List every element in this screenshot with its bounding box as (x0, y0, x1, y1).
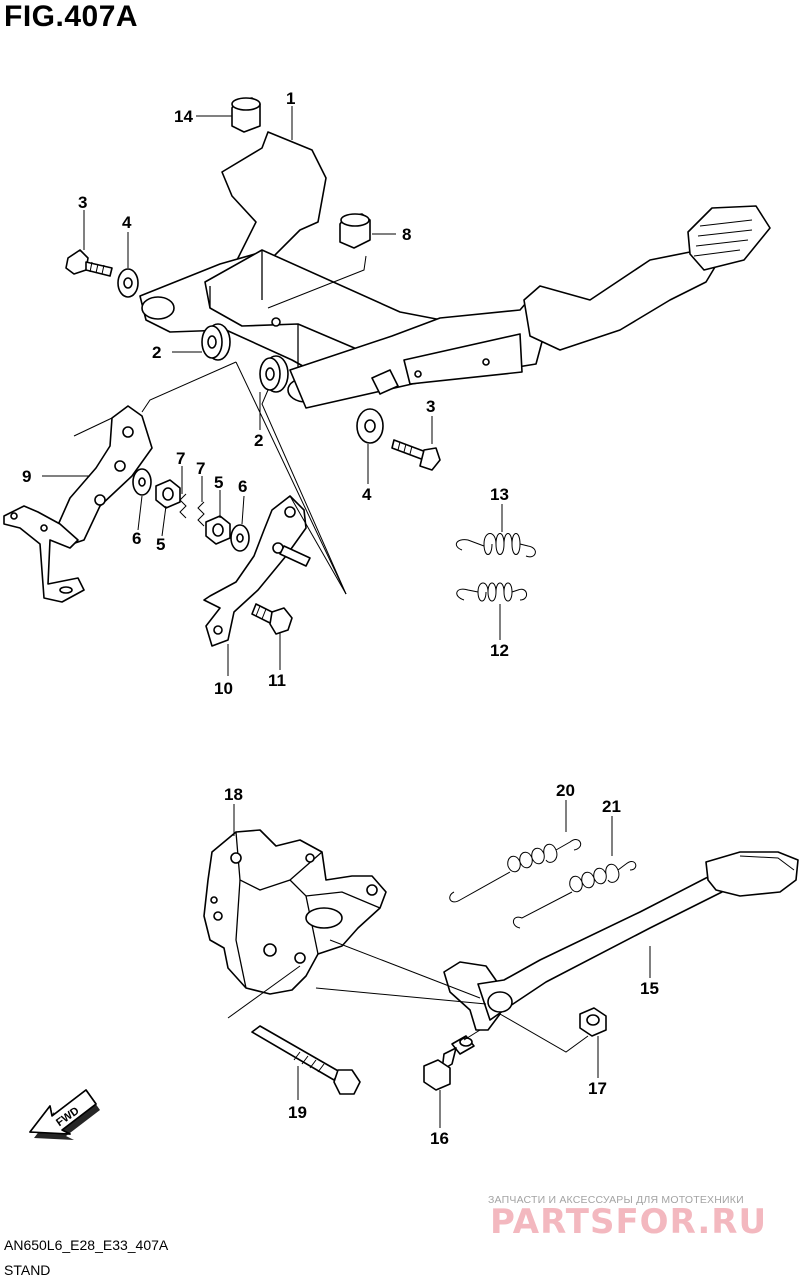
part-label-20: 20 (556, 781, 575, 800)
part-label-4-left: 4 (122, 213, 132, 232)
assembly-reference-lines-lower (227, 939, 589, 1053)
rubber-cap-part-8 (339, 213, 371, 249)
leader-lines (42, 106, 651, 1128)
pivot-bolt-part-16 (423, 1035, 475, 1091)
part-label-1: 1 (286, 89, 295, 108)
part-label-15: 15 (640, 979, 659, 998)
bushing-part-2-right (259, 355, 289, 393)
spring-washer-part-7-left (179, 493, 187, 519)
bolt-part-19 (251, 1025, 361, 1095)
bolt-part-3-left (65, 249, 113, 277)
part-label-6-left: 6 (132, 529, 141, 548)
part-label-14: 14 (174, 107, 193, 126)
part-label-8: 8 (402, 225, 411, 244)
watermark-tagline: ЗАПЧАСТИ И АКСЕССУАРЫ ДЛЯ МОТОТЕХНИКИ (488, 1194, 744, 1206)
part-label-9: 9 (22, 467, 31, 486)
assembly-reference-lines-upper (73, 115, 367, 595)
fwd-arrow-icon: FWD (29, 1089, 100, 1140)
part-label-16: 16 (430, 1129, 449, 1148)
part-label-11: 11 (268, 671, 286, 690)
part-label-19: 19 (288, 1103, 307, 1122)
spring-part-20 (449, 839, 582, 903)
nut-part-5-right (205, 515, 231, 545)
part-label-5-left: 5 (156, 535, 165, 554)
bolt-part-3-right (391, 439, 441, 471)
spring-washer-part-7-right (197, 501, 205, 527)
part-label-3-right: 3 (426, 397, 435, 416)
spring-part-12 (456, 582, 527, 602)
bracket-part-9 (3, 405, 153, 603)
part-label-18: 18 (224, 785, 243, 804)
part-number-labels: 1 2 2 3 3 4 4 5 5 6 6 7 7 8 9 10 11 12 1… (22, 89, 659, 1148)
part-label-5-right: 5 (214, 473, 223, 492)
side-stand-part-15 (443, 851, 799, 1031)
figure-title: FIG.407A (4, 0, 139, 33)
part-label-7-right: 7 (196, 459, 205, 478)
rubber-cap-part-14 (231, 97, 261, 133)
part-label-21: 21 (602, 797, 621, 816)
watermark-brand: PARTSFOR.RU (490, 1202, 768, 1242)
model-code: AN650L6_E28_E33_407A (4, 1237, 169, 1253)
bolt-part-11 (251, 603, 293, 635)
bushing-part-2-left (201, 323, 231, 361)
part-label-2-left: 2 (152, 343, 161, 362)
part-label-2-right: 2 (254, 431, 263, 450)
footrest-bracket-part-1 (139, 131, 771, 409)
section-name: STAND (4, 1262, 51, 1278)
part-label-6-right: 6 (238, 477, 247, 496)
part-label-4-right: 4 (362, 485, 372, 504)
part-label-13: 13 (490, 485, 509, 504)
stand-bracket-part-18 (203, 829, 387, 995)
part-label-3-left: 3 (78, 193, 87, 212)
part-label-12: 12 (490, 641, 509, 660)
spring-part-13 (455, 533, 536, 558)
nut-part-5-left (155, 479, 181, 509)
part-label-10: 10 (214, 679, 233, 698)
part-label-17: 17 (588, 1079, 607, 1098)
nut-part-17 (579, 1007, 607, 1037)
part-label-7-left: 7 (176, 449, 185, 468)
spring-part-21 (513, 861, 637, 929)
